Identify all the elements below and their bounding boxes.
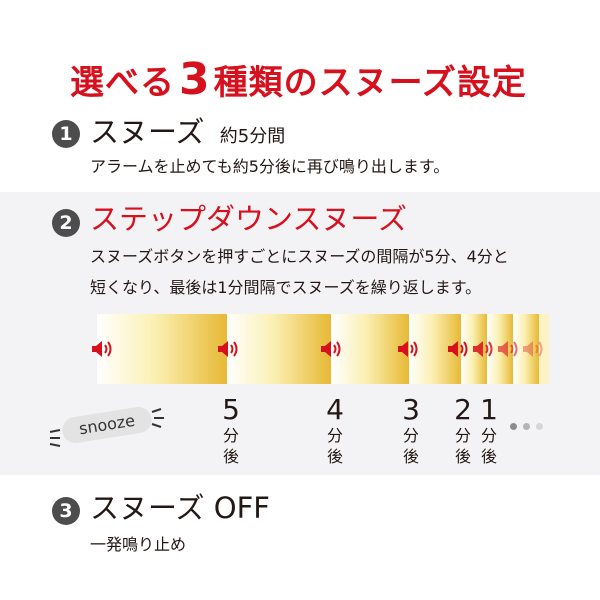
ellipsis-dots-icon: [510, 423, 517, 430]
item2-description-line2: 短くなり、最後は1分間隔でスヌーズを繰り返します。: [90, 278, 482, 297]
item2-description-line1: スヌーズボタンを押すごとにスヌーズの間隔が5分、4分と: [90, 247, 509, 266]
interval-label-2: 2: [454, 393, 472, 426]
interval-bar-3: [331, 314, 409, 384]
interval-label-1: 1: [480, 393, 498, 426]
interval-bar-4: [227, 314, 331, 384]
interval-label-3: 3: [402, 393, 420, 426]
item1-heading: スヌーズ 約5分間: [90, 115, 286, 149]
interval-bar-5: [97, 314, 227, 384]
badge-2: 2: [52, 209, 80, 237]
ellipsis-dots-icon: [523, 423, 530, 430]
speaker-sound-icon: [320, 340, 342, 358]
speaker-sound-icon: [522, 340, 544, 358]
ellipsis-dots-icon: [536, 423, 543, 430]
item3-heading: スヌーズ OFF: [90, 491, 270, 525]
vibration-lines-icon: [49, 408, 164, 447]
badge-1: 1: [52, 120, 80, 148]
speaker-sound-icon: [91, 340, 113, 358]
item2-heading: ステップダウンスヌーズ: [90, 202, 407, 236]
item3-description: 一発鳴り止め: [90, 535, 187, 554]
speaker-sound-icon: [447, 340, 469, 358]
interval-label-5: 5: [222, 393, 240, 426]
speaker-sound-icon: [472, 340, 494, 358]
item1-description: アラームを止めても約5分後に再び鳴り出します。: [90, 157, 450, 176]
speaker-sound-icon: [217, 340, 239, 358]
badge-3: 3: [52, 497, 80, 525]
speaker-sound-icon: [397, 340, 419, 358]
speaker-sound-icon: [497, 340, 519, 358]
interval-label-4: 4: [326, 393, 344, 426]
interval-bar-end: [539, 314, 549, 384]
